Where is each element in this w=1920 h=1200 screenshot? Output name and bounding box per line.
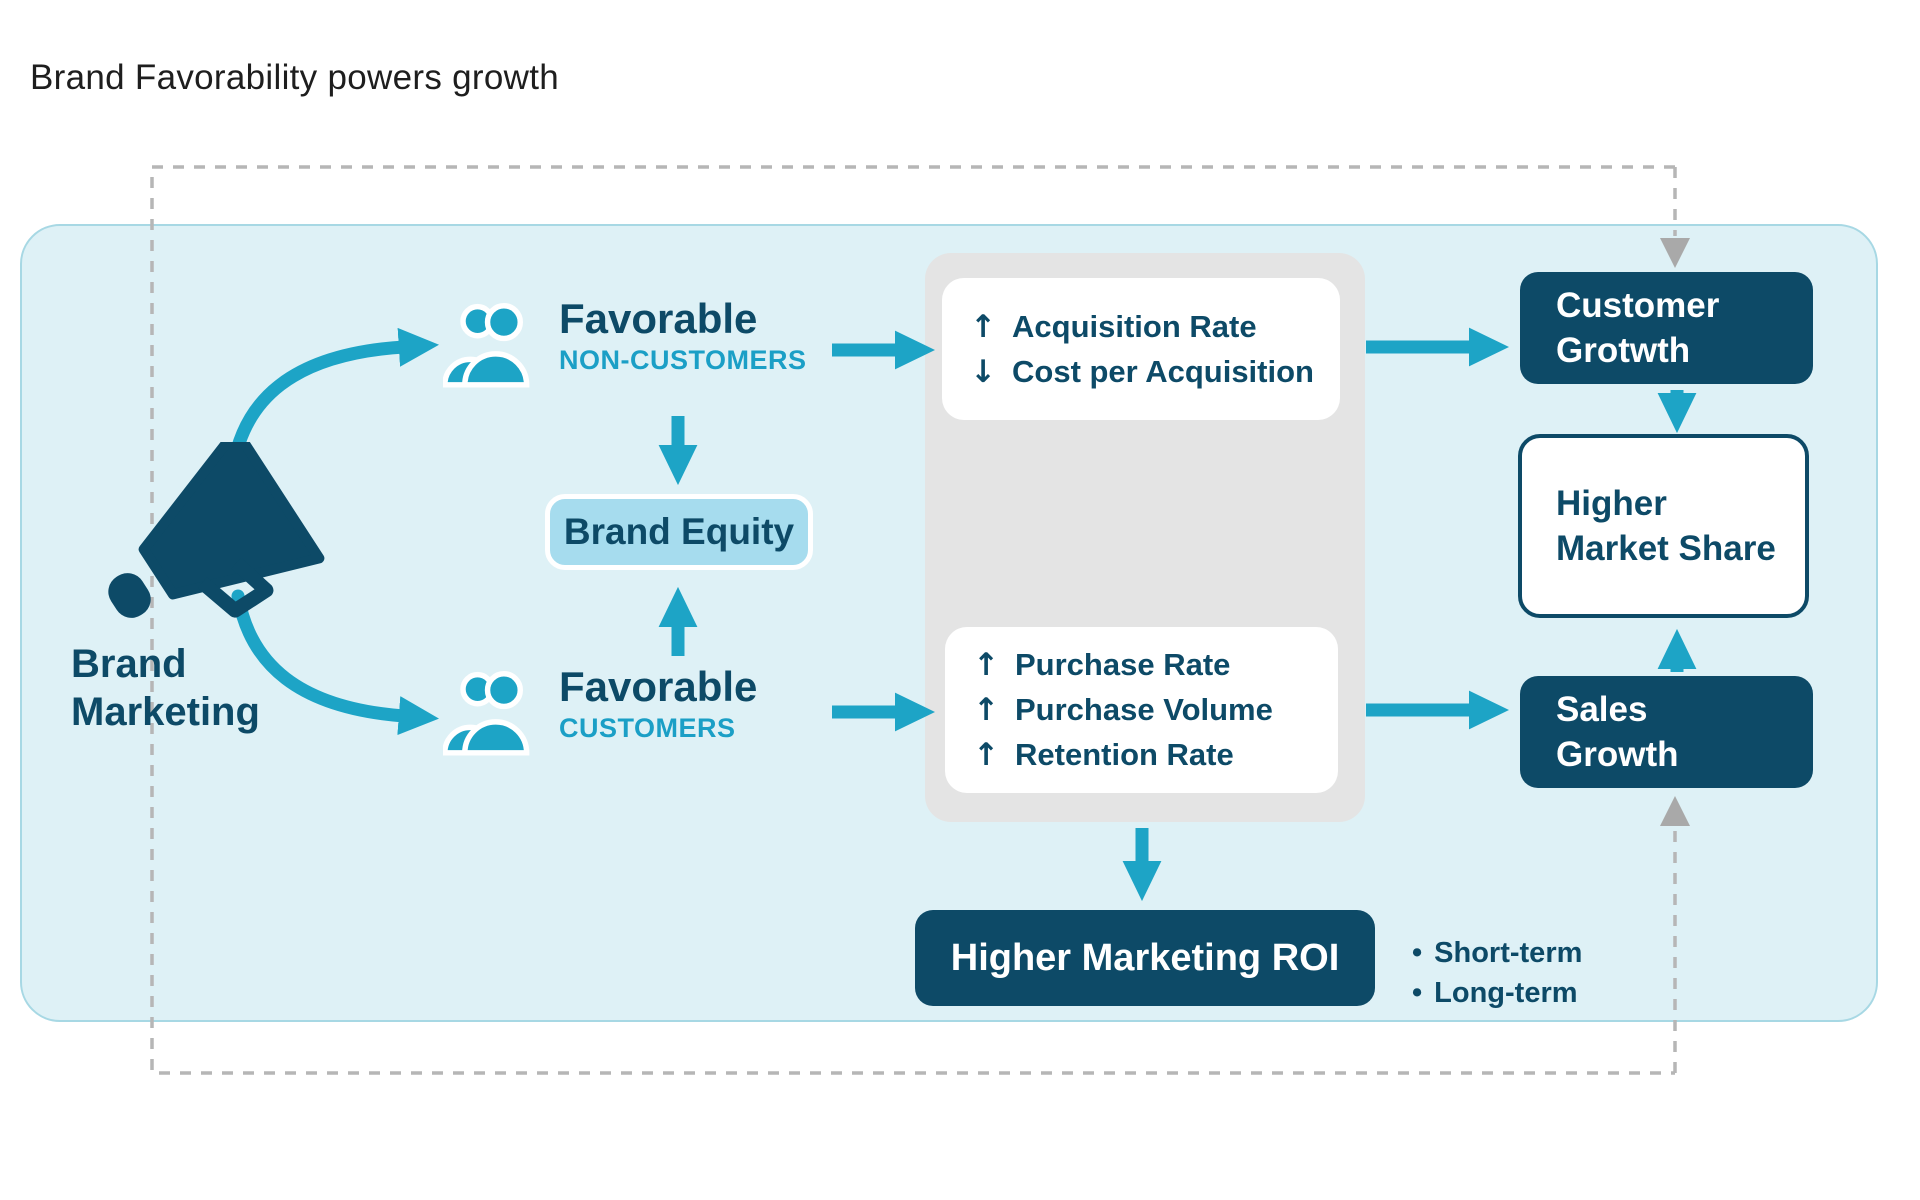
page-title: Brand Favorability powers growth (30, 58, 559, 97)
megaphone-icon (108, 442, 325, 618)
bullet-icon: • (1412, 977, 1423, 1009)
metric-label: Retention Rate (1015, 737, 1234, 772)
sales-growth-line1: Sales (1556, 690, 1648, 729)
sales-growth-box: Sales Growth (1520, 676, 1813, 788)
customer-growth-line2: Grotwth (1556, 331, 1691, 370)
roi-term-label: Short-term (1434, 937, 1583, 969)
metric-label: Cost per Acquisition (1012, 353, 1314, 389)
roi-terms-list: • Short-term • Long-term (1412, 933, 1582, 1013)
brand-marketing-label: Brand Marketing (71, 640, 260, 736)
favorable-non-customers-title: Favorable (559, 295, 758, 342)
higher-market-share-line1: Higher (1556, 484, 1667, 523)
favorable-customers-subtitle: CUSTOMERS (559, 713, 736, 743)
roi-term-label: Long-term (1434, 977, 1578, 1009)
acquisition-metrics-card: ↑ Acquisition Rate ↓ Cost per Acquisitio… (942, 278, 1340, 420)
higher-market-share-line2: Market Share (1556, 529, 1776, 568)
metric-row: ↑ Purchase Rate (973, 647, 1338, 683)
metric-row: ↑ Purchase Volume (973, 692, 1338, 728)
people-icon (443, 670, 530, 756)
bullet-icon: • (1412, 937, 1423, 969)
purchase-metrics-card: ↑ Purchase Rate ↑ Purchase Volume ↑ Rete… (945, 627, 1338, 793)
favorable-customers-group: Favorable CUSTOMERS (443, 664, 757, 758)
customer-growth-line1: Customer (1556, 286, 1720, 325)
brand-equity-label: Brand Equity (563, 511, 795, 552)
metric-row: ↑ Retention Rate (973, 737, 1338, 773)
up-arrow-icon: ↑ (970, 308, 996, 345)
favorable-non-customers-subtitle: NON-CUSTOMERS (559, 345, 807, 375)
list-item: • Short-term (1412, 933, 1582, 973)
up-arrow-icon: ↑ (973, 647, 999, 683)
higher-marketing-roi-box: Higher Marketing ROI (915, 910, 1375, 1006)
higher-market-share-box: Higher Market Share (1518, 434, 1809, 618)
brand-equity-box: Brand Equity (545, 494, 813, 570)
feedback-loop-frame (150, 165, 1675, 1075)
metric-label: Purchase Rate (1015, 647, 1231, 682)
favorable-customers-title: Favorable (559, 663, 758, 710)
gray-up-arrowhead-icon (1660, 796, 1690, 826)
metric-row: ↓ Cost per Acquisition (970, 354, 1340, 390)
down-arrow-icon: ↓ (970, 353, 996, 390)
metric-label: Acquisition Rate (1012, 308, 1257, 344)
metric-label: Purchase Volume (1015, 692, 1273, 727)
brand-marketing-line2: Marketing (71, 690, 260, 734)
favorable-non-customers-group: Favorable NON-CUSTOMERS (443, 296, 807, 390)
gray-down-arrowhead-icon (1660, 238, 1690, 268)
customer-growth-box: Customer Grotwth (1520, 272, 1813, 384)
metric-row: ↑ Acquisition Rate (970, 309, 1340, 345)
up-arrow-icon: ↑ (973, 737, 999, 773)
list-item: • Long-term (1412, 973, 1582, 1013)
up-arrow-icon: ↑ (973, 692, 999, 728)
sales-growth-line2: Growth (1556, 735, 1679, 774)
brand-marketing-line1: Brand (71, 642, 187, 686)
people-icon (443, 303, 530, 388)
higher-marketing-roi-label: Higher Marketing ROI (950, 936, 1340, 979)
arrow-brand-to-customers (231, 589, 439, 736)
